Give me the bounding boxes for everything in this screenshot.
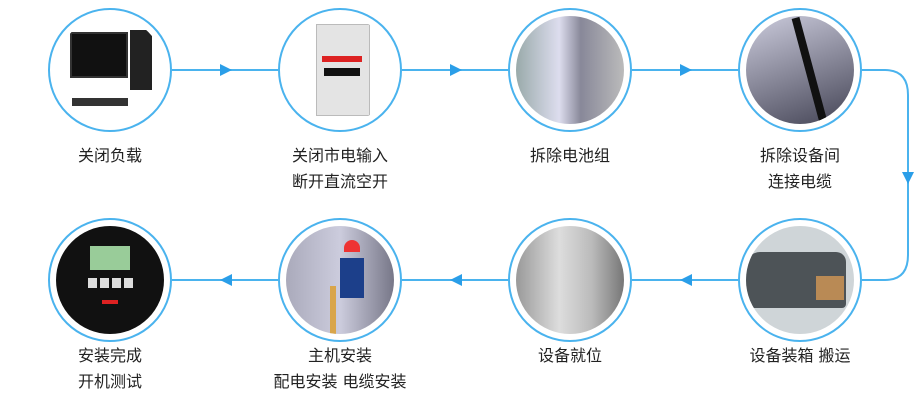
computer-icon <box>56 16 164 124</box>
step-5-label: 设备装箱 搬运 <box>749 346 851 365</box>
step-8-image <box>48 218 172 342</box>
arrow-left-icon <box>680 274 692 286</box>
arrow-left-icon <box>450 274 462 286</box>
van-icon <box>746 226 854 334</box>
battery-pack-icon <box>516 16 624 124</box>
arrow-right-icon <box>450 64 462 76</box>
step-5-image <box>738 218 862 342</box>
worker-icon <box>286 226 394 334</box>
step-3-label: 拆除电池组 <box>529 146 610 165</box>
step-7-label: 主机安装配电安装 电缆安装 <box>273 346 407 391</box>
circuit-breaker-icon <box>286 16 394 124</box>
step-8-label: 安装完成开机测试 <box>77 346 142 391</box>
step-4-image <box>738 8 862 132</box>
step-1-image <box>48 8 172 132</box>
step-6-label: 设备就位 <box>537 346 602 365</box>
step-7-image <box>278 218 402 342</box>
ups-panel-icon <box>56 226 164 334</box>
arrow-down-icon <box>902 172 914 184</box>
step-2-image <box>278 8 402 132</box>
step-2-label: 关闭市电输入断开直流空开 <box>291 146 388 191</box>
cabinet-icon <box>516 226 624 334</box>
step-4-label: 拆除设备间连接电缆 <box>759 146 840 191</box>
step-1-label: 关闭负载 <box>77 146 142 165</box>
step-3-image <box>508 8 632 132</box>
arrow-right-icon <box>680 64 692 76</box>
step-6-image <box>508 218 632 342</box>
arrow-right-icon <box>220 64 232 76</box>
arrow-left-icon <box>220 274 232 286</box>
cable-icon <box>746 16 854 124</box>
